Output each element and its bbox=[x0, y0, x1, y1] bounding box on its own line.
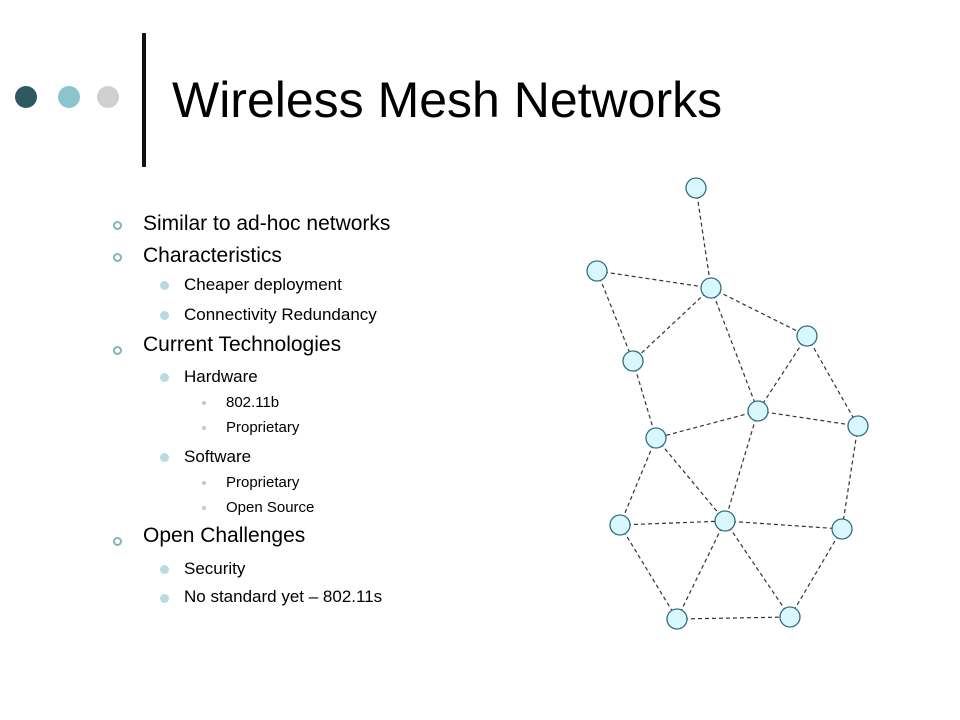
mesh-link bbox=[676, 520, 726, 620]
bullet-text: Software bbox=[184, 447, 252, 466]
level1-bullet-icon bbox=[113, 537, 122, 546]
level2-bullet-icon bbox=[160, 453, 169, 462]
mesh-node bbox=[779, 606, 801, 628]
mesh-link bbox=[655, 437, 726, 522]
bullet-text: No standard yet – 802.11s bbox=[184, 587, 383, 606]
level1-bullet-icon bbox=[113, 346, 122, 355]
mesh-link bbox=[841, 425, 859, 530]
mesh-link bbox=[619, 520, 726, 526]
level3-bullet-icon bbox=[202, 481, 206, 485]
mesh-link bbox=[806, 335, 859, 427]
mesh-link bbox=[710, 287, 808, 337]
bullet-text: Proprietary bbox=[226, 474, 300, 491]
mesh-link bbox=[757, 335, 808, 412]
level2-bullet-icon bbox=[160, 281, 169, 290]
mesh-link bbox=[724, 410, 759, 522]
mesh-node bbox=[666, 608, 688, 630]
mesh-node bbox=[796, 325, 818, 347]
mesh-link bbox=[632, 287, 712, 362]
bullet-text: Similar to ad-hoc networks bbox=[143, 212, 391, 235]
level2-bullet-icon bbox=[160, 311, 169, 320]
mesh-link bbox=[619, 437, 657, 526]
level3-bullet-icon bbox=[202, 426, 206, 430]
level2-bullet-icon bbox=[160, 594, 169, 603]
title-dot-dark bbox=[15, 86, 37, 108]
mesh-link bbox=[789, 528, 843, 618]
bullet-text: Open Challenges bbox=[143, 524, 306, 547]
mesh-link bbox=[724, 520, 843, 530]
mesh-link bbox=[676, 616, 791, 620]
mesh-link bbox=[757, 410, 859, 427]
mesh-node bbox=[645, 427, 667, 449]
mesh-node bbox=[700, 277, 722, 299]
mesh-node bbox=[586, 260, 608, 282]
bullet-text: Current Technologies bbox=[143, 333, 342, 356]
mesh-link bbox=[619, 524, 678, 620]
bullet-text: Open Source bbox=[226, 499, 315, 516]
bullet-text: Proprietary bbox=[226, 419, 300, 436]
slide-title: Wireless Mesh Networks bbox=[172, 72, 723, 128]
mesh-links bbox=[596, 187, 859, 620]
mesh-nodes bbox=[586, 177, 869, 630]
mesh-link bbox=[724, 520, 791, 618]
bullet-text: Cheaper deployment bbox=[184, 275, 342, 294]
mesh-link bbox=[710, 287, 759, 412]
mesh-node bbox=[831, 518, 853, 540]
mesh-link bbox=[695, 187, 712, 289]
level1-bullet-icon bbox=[113, 253, 122, 262]
mesh-link bbox=[632, 360, 657, 439]
bullet-text: 802.11b bbox=[226, 394, 280, 411]
title-dot-gray bbox=[97, 86, 119, 108]
mesh-link bbox=[655, 410, 759, 439]
level3-bullet-icon bbox=[202, 506, 206, 510]
level1-bullet-icon bbox=[113, 221, 122, 230]
bullet-text: Security bbox=[184, 559, 246, 578]
mesh-link bbox=[596, 270, 712, 289]
title-dot-light bbox=[58, 86, 80, 108]
bullet-text: Connectivity Redundancy bbox=[184, 305, 377, 324]
mesh-node bbox=[622, 350, 644, 372]
mesh-node bbox=[609, 514, 631, 536]
title-divider bbox=[142, 33, 146, 167]
bullet-text: Hardware bbox=[184, 367, 258, 386]
level3-bullet-icon bbox=[202, 401, 206, 405]
mesh-link bbox=[596, 270, 634, 362]
level2-bullet-icon bbox=[160, 565, 169, 574]
mesh-node bbox=[847, 415, 869, 437]
mesh-node bbox=[685, 177, 707, 199]
level2-bullet-icon bbox=[160, 373, 169, 382]
mesh-node bbox=[714, 510, 736, 532]
mesh-node bbox=[747, 400, 769, 422]
bullet-text: Characteristics bbox=[143, 244, 282, 267]
